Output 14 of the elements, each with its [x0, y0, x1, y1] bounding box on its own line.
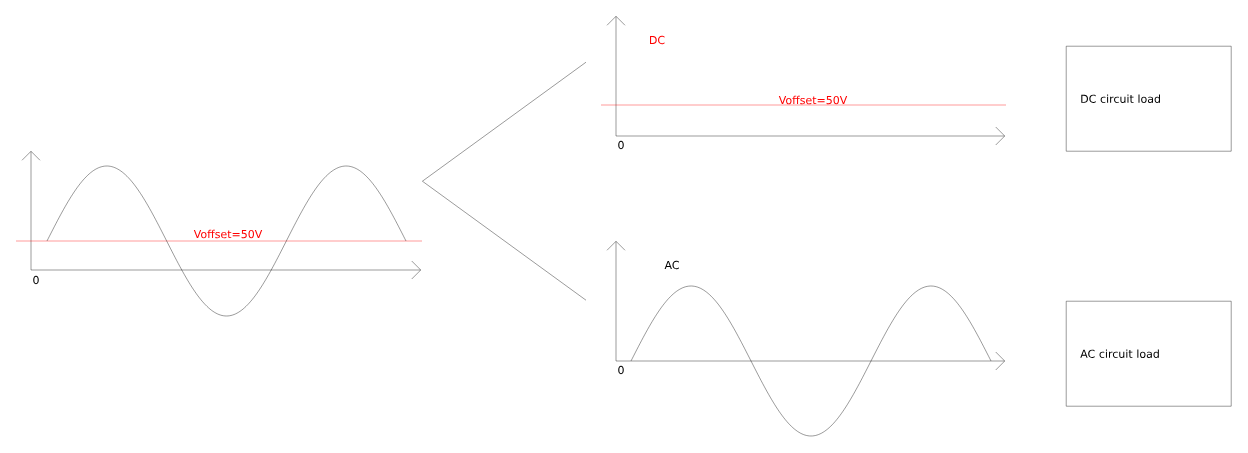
split-line [422, 62, 587, 182]
waveform-chart [600, 16, 1007, 150]
waveform-chart [606, 241, 1005, 437]
chart-label: Voffset=50V [193, 229, 263, 239]
waveform-chart [15, 151, 423, 317]
load-box: DC circuit load [1066, 46, 1232, 152]
chart-label: 0 [618, 365, 624, 375]
chart-label: DC [650, 35, 665, 45]
chart-label: Voffset=50V [778, 95, 848, 105]
load-box: AC circuit load [1066, 301, 1232, 407]
chart-label: 0 [618, 140, 624, 150]
chart-label: AC [664, 260, 679, 270]
split-line [422, 181, 587, 301]
chart-label: 0 [33, 275, 39, 285]
